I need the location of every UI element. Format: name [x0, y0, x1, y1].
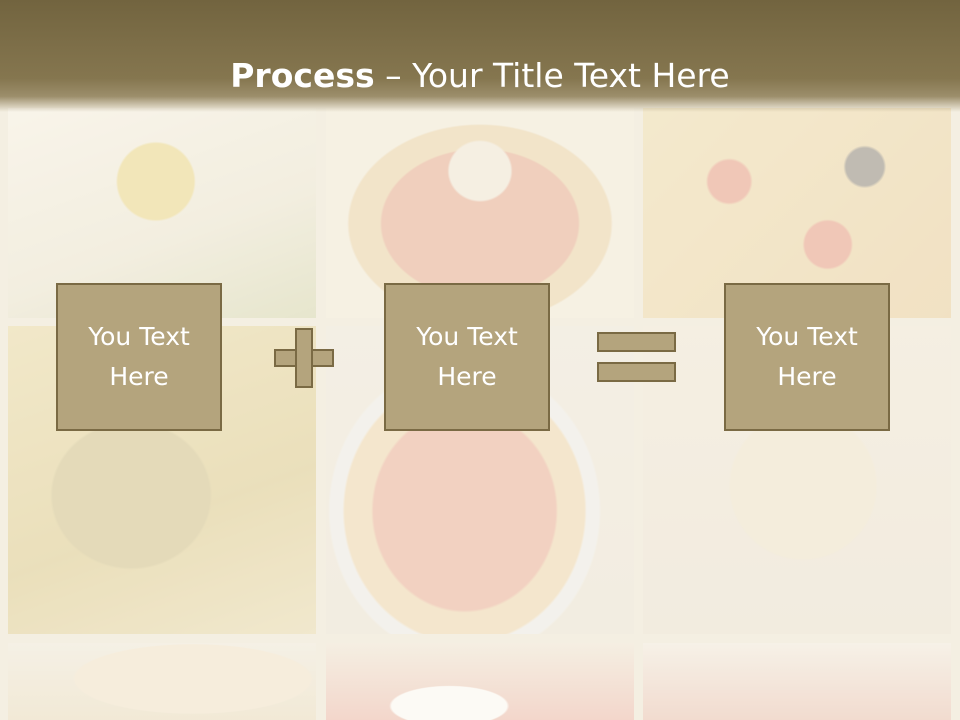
title-band: Process – Your Title Text Here — [0, 0, 960, 112]
plus-vertical-bar — [295, 328, 313, 388]
slide-title[interactable]: Process – Your Title Text Here — [0, 54, 960, 98]
title-rest: – Your Title Text Here — [374, 56, 730, 95]
pizza-slice-photo — [643, 643, 951, 720]
pizza-dough-photo — [643, 326, 951, 634]
plus-icon — [274, 328, 334, 388]
equals-icon — [597, 332, 676, 384]
process-box-1[interactable]: You Text Here — [56, 283, 222, 431]
equals-top-bar — [597, 332, 676, 352]
margherita-pizza-photo — [326, 326, 634, 634]
mozzarella-photo — [326, 643, 634, 720]
pizza-plate-photo — [8, 643, 316, 720]
title-bold: Process — [230, 56, 375, 95]
equals-bottom-bar — [597, 362, 676, 382]
mushroom-pizza-photo — [326, 108, 634, 318]
process-box-3[interactable]: You Text Here — [724, 283, 890, 431]
process-box-2[interactable]: You Text Here — [384, 283, 550, 431]
